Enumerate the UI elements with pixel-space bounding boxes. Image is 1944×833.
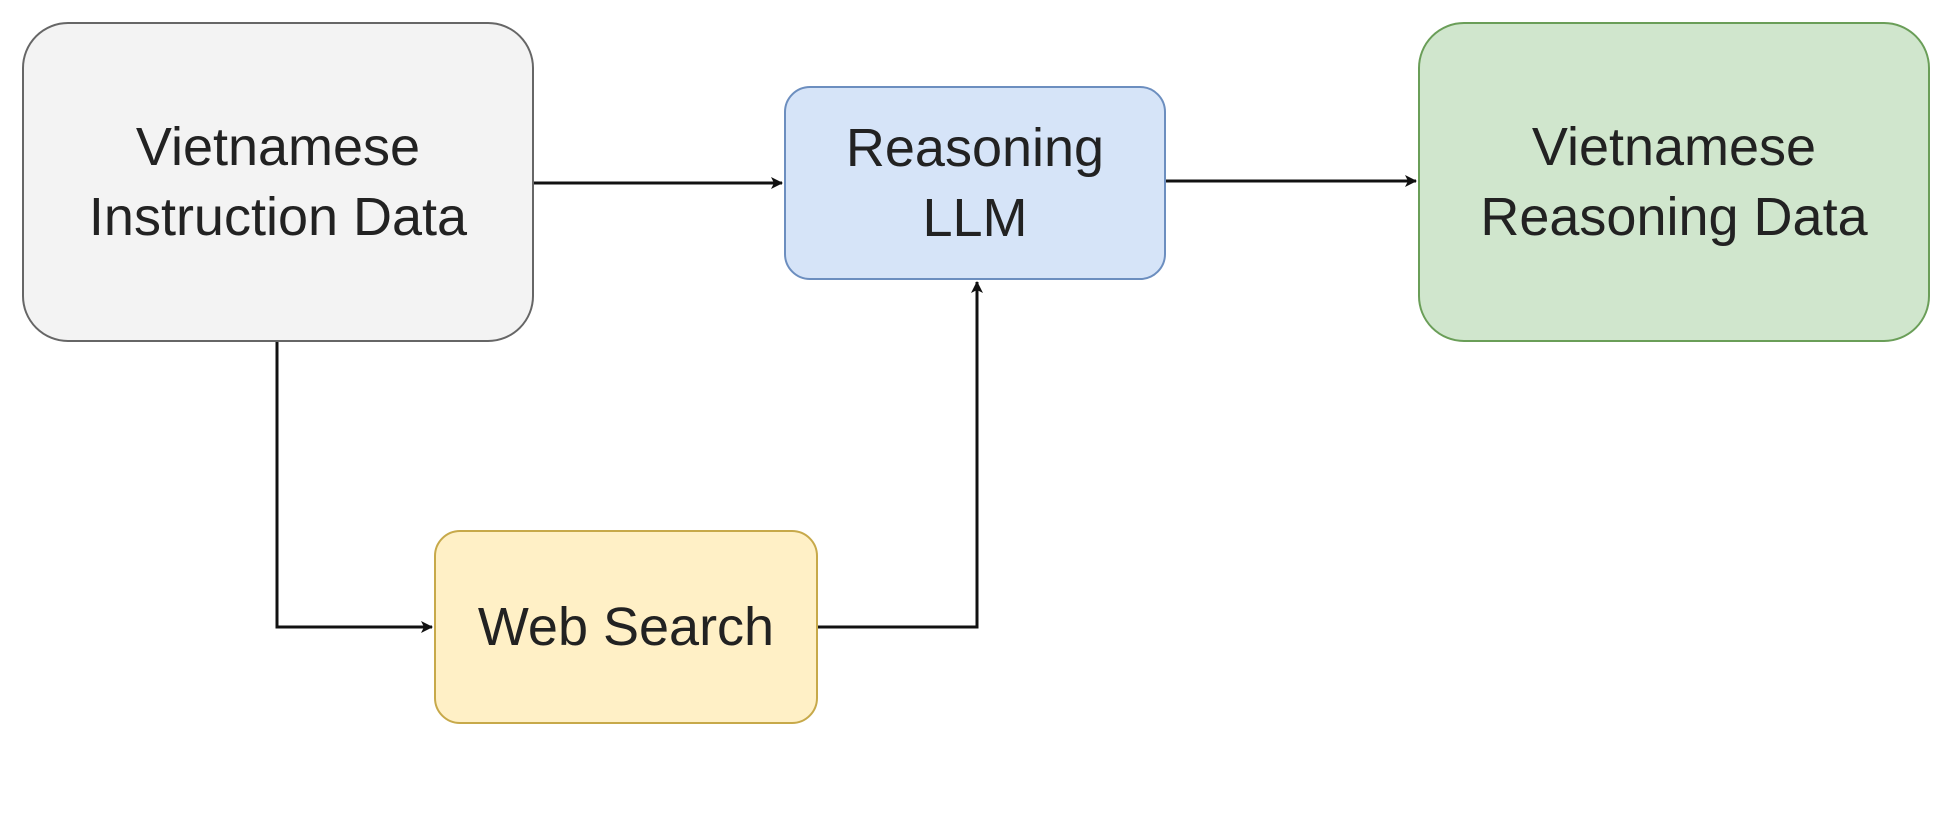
edge-search-to-llm [818, 281, 983, 629]
node-reasoning-llm: Reasoning LLM [784, 86, 1166, 280]
node-label-line-2: Reasoning Data [1480, 187, 1868, 247]
node-label-line-1: Vietnamese [1531, 117, 1817, 177]
node-label-line-1: Vietnamese [135, 117, 421, 177]
edge-instruction-to-search [275, 342, 433, 633]
node-label-line-1: Reasoning [845, 118, 1105, 178]
node-vietnamese-reasoning-data: Vietnamese Reasoning Data [1418, 22, 1930, 342]
node-vietnamese-instruction-data: Vietnamese Instruction Data [22, 22, 534, 342]
node-label-line-2: Instruction Data [88, 187, 468, 247]
node-web-search: Web Search [434, 530, 818, 724]
node-label-line-2: LLM [922, 188, 1028, 248]
node-label-line-1: Web Search [477, 597, 775, 657]
